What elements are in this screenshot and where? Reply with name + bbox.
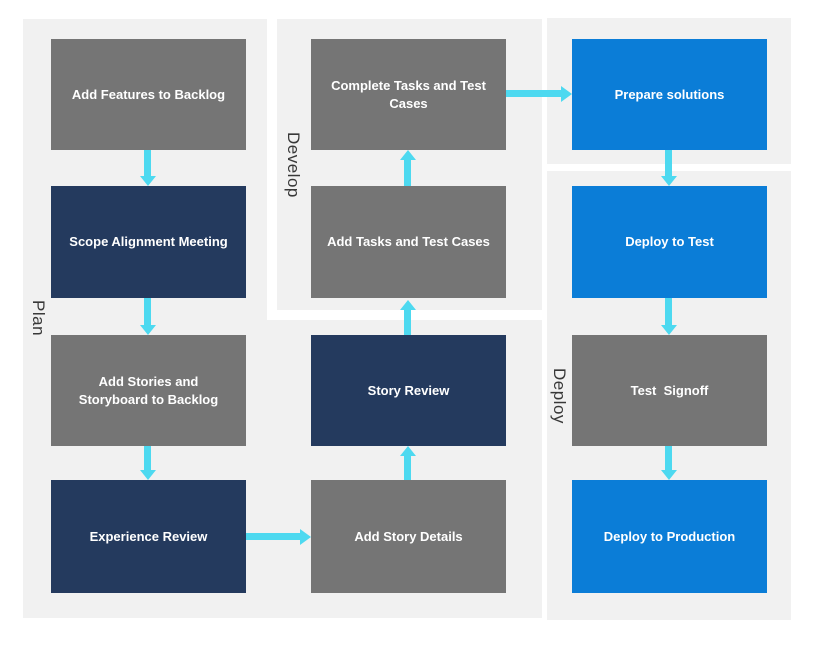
flow-step-label: Add Tasks and Test Cases <box>327 234 490 250</box>
arrow-story-review-to-add-tasks <box>400 300 416 335</box>
flow-step-label: Add Story Details <box>354 528 463 544</box>
arrow-head-down-icon <box>140 470 156 480</box>
flow-step-deploy-to-test: Deploy to Test <box>572 186 767 298</box>
flow-step-story-review: Story Review <box>311 335 506 446</box>
arrow-head-up-icon <box>400 446 416 456</box>
arrow-shaft <box>144 446 151 470</box>
arrow-head-down-icon <box>140 176 156 186</box>
flow-step-label: Experience Review <box>89 528 208 544</box>
flow-step-add-tasks-test-cases: Add Tasks and Test Cases <box>311 186 506 298</box>
flow-step-add-features-to-backlog: Add Features to Backlog <box>51 39 246 150</box>
arrow-add-tasks-to-complete-tasks <box>400 150 416 186</box>
lane-divider <box>267 19 277 320</box>
arrow-deploy-test-to-signoff <box>661 298 677 335</box>
flow-step-label: Story Review <box>367 382 450 398</box>
flow-step-add-stories-storyboard: Add Stories and Storyboard to Backlog <box>51 335 246 446</box>
flow-step-experience-review: Experience Review <box>51 480 246 593</box>
arrow-experience-to-story-details <box>246 529 311 545</box>
arrow-shaft <box>404 310 411 335</box>
arrow-prepare-to-deploy-test <box>661 150 677 186</box>
flow-step-label: Deploy to Test <box>625 234 714 250</box>
flow-step-label: Test Signoff <box>630 382 709 398</box>
flow-step-label: Deploy to Production <box>603 528 736 544</box>
plan-lane-label: Plan <box>29 300 48 337</box>
flow-step-complete-tasks-test-cases: Complete Tasks and Test Cases <box>311 39 506 150</box>
deploy-lane-label: Deploy <box>550 367 569 424</box>
flow-step-label: Prepare solutions <box>614 86 725 102</box>
arrow-story-details-to-story-review <box>400 446 416 480</box>
arrow-head-down-icon <box>661 176 677 186</box>
arrow-head-down-icon <box>661 470 677 480</box>
arrow-shaft <box>404 456 411 480</box>
arrow-head-right-icon <box>561 86 572 102</box>
flow-step-deploy-to-production: Deploy to Production <box>572 480 767 593</box>
arrow-signoff-to-production <box>661 446 677 480</box>
arrow-shaft <box>246 533 300 540</box>
arrow-shaft <box>665 150 672 176</box>
flow-step-label: Add Stories and Storyboard to Backlog <box>78 373 219 407</box>
arrow-shaft <box>404 160 411 186</box>
flow-step-label: Scope Alignment Meeting <box>69 234 228 250</box>
arrow-shaft <box>665 298 672 325</box>
arrow-shaft <box>144 298 151 325</box>
flow-step-add-story-details: Add Story Details <box>311 480 506 593</box>
arrow-shaft <box>665 446 672 470</box>
arrow-head-right-icon <box>300 529 311 545</box>
arrow-scope-to-stories <box>140 298 156 335</box>
arrow-stories-to-experience <box>140 446 156 480</box>
develop-lane-label: Develop <box>284 131 303 198</box>
flow-step-test-signoff: Test Signoff <box>572 335 767 446</box>
flow-step-scope-alignment-meeting: Scope Alignment Meeting <box>51 186 246 298</box>
arrow-head-down-icon <box>140 325 156 335</box>
arrow-head-down-icon <box>661 325 677 335</box>
flow-step-prepare-solutions: Prepare solutions <box>572 39 767 150</box>
flow-step-label: Complete Tasks and Test Cases <box>331 77 490 111</box>
arrow-complete-tasks-to-prepare <box>506 86 572 102</box>
flow-step-label: Add Features to Backlog <box>71 86 226 102</box>
arrow-shaft <box>506 90 561 97</box>
arrow-features-to-scope <box>140 150 156 186</box>
arrow-head-up-icon <box>400 150 416 160</box>
arrow-shaft <box>144 150 151 176</box>
arrow-head-up-icon <box>400 300 416 310</box>
